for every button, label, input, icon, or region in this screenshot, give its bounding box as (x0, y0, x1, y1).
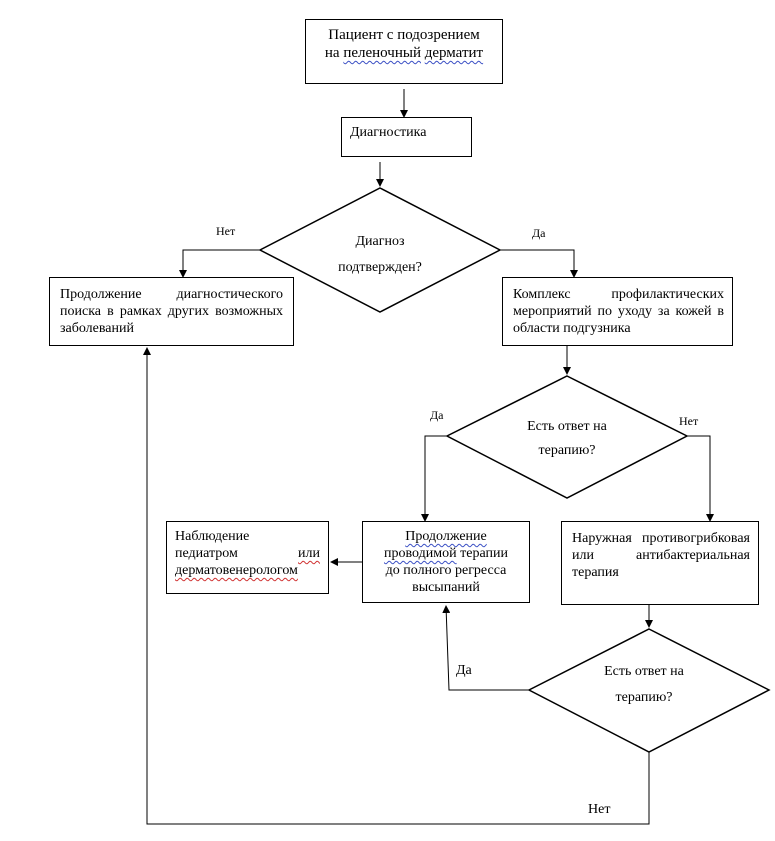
prevention-label: Комплекс профилактических мероприятий по… (513, 287, 724, 336)
continue-therapy-node: Продолжение проводимой терапии до полног… (362, 521, 530, 603)
start-line1: Пациент с подозрением (328, 27, 480, 43)
continue-therapy-term1: Продолжение (405, 529, 487, 544)
decision3-yes-label: Да (456, 663, 472, 678)
decision1-line1: Диагноз (355, 234, 405, 249)
decision1-no-label: Нет (216, 224, 236, 238)
continue-therapy-line2-rest: терапии (456, 546, 508, 561)
start-term-1: пеленочный (343, 45, 421, 61)
observation-line2: педиатром или (175, 545, 320, 562)
observation-line2-a: педиатром (175, 546, 238, 561)
arrow-decision1-no (179, 249, 260, 278)
decision2-line2: терапию? (538, 443, 596, 458)
continue-therapy-term2: проводимой (384, 546, 457, 561)
start-line2-prefix: на (324, 45, 344, 61)
continue-therapy-line1: Продолжение (363, 528, 529, 545)
decision3-diamond (527, 628, 771, 753)
decision3-line1: Есть ответ на (604, 664, 684, 679)
decision2-yes-label: Да (430, 408, 444, 422)
external-therapy-node: Наружная противогрибковая или антибактер… (561, 521, 759, 605)
diagnostics-label: Диагностика (350, 125, 427, 140)
start-term-2: дерматит (424, 45, 484, 61)
decision3-line2: терапию? (615, 690, 673, 705)
start-line2: на пеленочный дерматит (306, 44, 502, 62)
start-node: Пациент с подозрением на пеленочный дерм… (305, 19, 503, 84)
decision3-text: Есть ответ на терапию? (584, 659, 704, 711)
decision2-no-label: Нет (679, 414, 699, 428)
decision3-no-label: Нет (588, 802, 611, 817)
continue-search-node: Продолжение диагностического поиска в ра… (49, 277, 294, 346)
continue-search-label: Продолжение диагностического поиска в ра… (60, 287, 283, 336)
decision2-diamond (445, 375, 689, 499)
continue-therapy-line3: до полного регресса (385, 563, 507, 578)
decision1-text: Диагноз подтвержден? (320, 229, 440, 281)
arrow-decision1-yes (500, 249, 578, 278)
external-therapy-label: Наружная противогрибковая или антибактер… (572, 531, 750, 580)
decision1-line2: подтвержден? (338, 260, 422, 275)
decision2-text: Есть ответ на терапию? (507, 415, 627, 463)
arrow-decision2-no (687, 435, 714, 522)
observation-line2-b: или (298, 546, 320, 561)
decision2-line1: Есть ответ на (527, 419, 607, 434)
continue-therapy-line2: проводимой терапии (363, 545, 529, 562)
arrow-decision3-yes (442, 605, 529, 691)
arrow-decision2-yes (421, 435, 447, 522)
observation-term: дерматовенерологом (175, 563, 298, 578)
observation-line1: Наблюдение (175, 529, 250, 544)
decision1-diamond (258, 187, 502, 313)
prevention-node: Комплекс профилактических мероприятий по… (502, 277, 733, 346)
arrow-decision3-no (143, 347, 650, 825)
continue-therapy-line4: высыпаний (412, 580, 480, 595)
diagnostics-node: Диагностика (341, 117, 472, 157)
decision1-yes-label: Да (532, 226, 546, 240)
observation-node: Наблюдение педиатром или дерматовенероло… (166, 521, 329, 594)
observation-line3: дерматовенерологом (175, 562, 320, 579)
